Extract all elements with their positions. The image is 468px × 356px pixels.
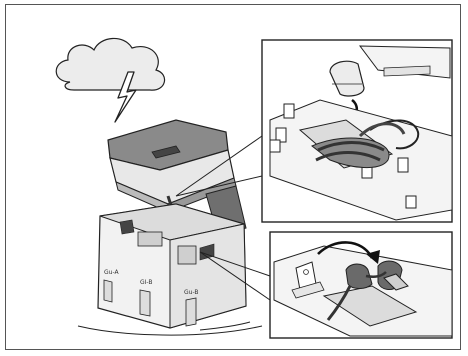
lightning-bolt-icon — [114, 71, 137, 123]
unplug-arrow-icon — [317, 241, 380, 264]
station-mark-labels: Gu-A GI-B Gu-B — [104, 269, 199, 296]
station-mark-2: GI-B — [140, 279, 153, 286]
station-mark-3: Gu-B — [184, 289, 199, 296]
callout-leaders — [175, 135, 271, 301]
station-mark-1: Gu-A — [104, 269, 119, 276]
cloud-icon — [55, 37, 166, 91]
charging-station — [77, 119, 263, 336]
inset-top — [261, 39, 453, 223]
inset-bottom — [269, 231, 453, 339]
